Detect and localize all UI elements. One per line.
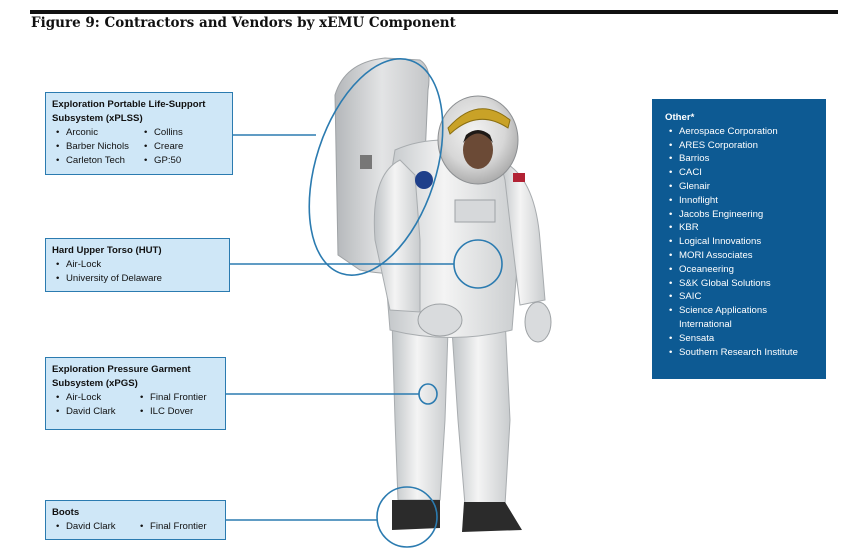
- callout-xpgs: Exploration Pressure Garment Subsystem (…: [45, 357, 226, 430]
- callout-xplss: Exploration Portable Life-Support Subsys…: [45, 92, 233, 175]
- list-item: Carleton Tech: [52, 154, 140, 168]
- left-leg: [391, 319, 449, 501]
- figure-title: Figure 9: Contractors and Vendors by xEM…: [31, 15, 456, 31]
- list-item: Sensata: [665, 332, 816, 346]
- callout-title: Exploration Portable Life-Support Subsys…: [52, 99, 206, 124]
- other-vendors-box: Other* Aerospace CorporationARES Corpora…: [652, 99, 826, 379]
- list-item: KBR: [665, 221, 816, 235]
- list-item: Arconic: [52, 126, 140, 140]
- flag-patch: [513, 173, 525, 182]
- right-leg: [451, 317, 511, 506]
- right-glove: [524, 301, 552, 343]
- left-arm: [373, 159, 421, 313]
- list-item: Logical Innovations: [665, 235, 816, 249]
- list-item: ARES Corporation: [665, 139, 816, 153]
- left-glove: [417, 303, 463, 337]
- face: [463, 131, 493, 169]
- callout-title: Exploration Pressure Garment Subsystem (…: [52, 364, 191, 389]
- callout-boots: Boots David Clark Final Frontier: [45, 500, 226, 540]
- other-list: Aerospace CorporationARES CorporationBar…: [665, 125, 816, 360]
- list-item: David Clark: [52, 405, 136, 419]
- list-item: Final Frontier: [136, 391, 207, 405]
- list-item: GP:50: [140, 154, 183, 168]
- list-item: Air-Lock: [52, 258, 223, 272]
- list-item: Barrios: [665, 152, 816, 166]
- list-item: MORI Associates: [665, 249, 816, 263]
- callout-hut: Hard Upper Torso (HUT) Air-Lock Universi…: [45, 238, 230, 292]
- list-item: Air-Lock: [52, 391, 136, 405]
- other-title: Other*: [665, 112, 695, 123]
- list-item: Jacobs Engineering: [665, 208, 816, 222]
- list-item: Final Frontier: [136, 520, 207, 534]
- chest-panel: [454, 199, 496, 223]
- list-item: CACI: [665, 166, 816, 180]
- backpack-detail: [360, 155, 372, 169]
- right-boot: [462, 502, 522, 532]
- list-item: David Clark: [52, 520, 136, 534]
- list-item: Aerospace Corporation: [665, 125, 816, 139]
- list-item: University of Delaware: [52, 272, 223, 286]
- list-item: Glenair: [665, 180, 816, 194]
- xplss-highlight: [308, 58, 444, 276]
- list-item: Creare: [140, 140, 183, 154]
- nasa-patch: [415, 171, 433, 189]
- list-item: Science Applications International: [665, 304, 816, 332]
- list-item: Oceaneering: [665, 263, 816, 277]
- list-item: Innoflight: [665, 194, 816, 208]
- callout-title: Hard Upper Torso (HUT): [52, 245, 162, 256]
- visor-gold: [447, 108, 511, 135]
- callout-title: Boots: [52, 507, 80, 518]
- list-item: S&K Global Solutions: [665, 277, 816, 291]
- list-item: ILC Dover: [136, 405, 207, 419]
- list-item: Collins: [140, 126, 183, 140]
- right-arm: [499, 159, 546, 306]
- boots-highlight: [376, 486, 438, 548]
- left-boot: [392, 500, 440, 530]
- list-item: SAIC: [665, 290, 816, 304]
- list-item: Southern Research Institute: [665, 346, 816, 360]
- list-item: Barber Nichols: [52, 140, 140, 154]
- top-rule: [30, 10, 838, 14]
